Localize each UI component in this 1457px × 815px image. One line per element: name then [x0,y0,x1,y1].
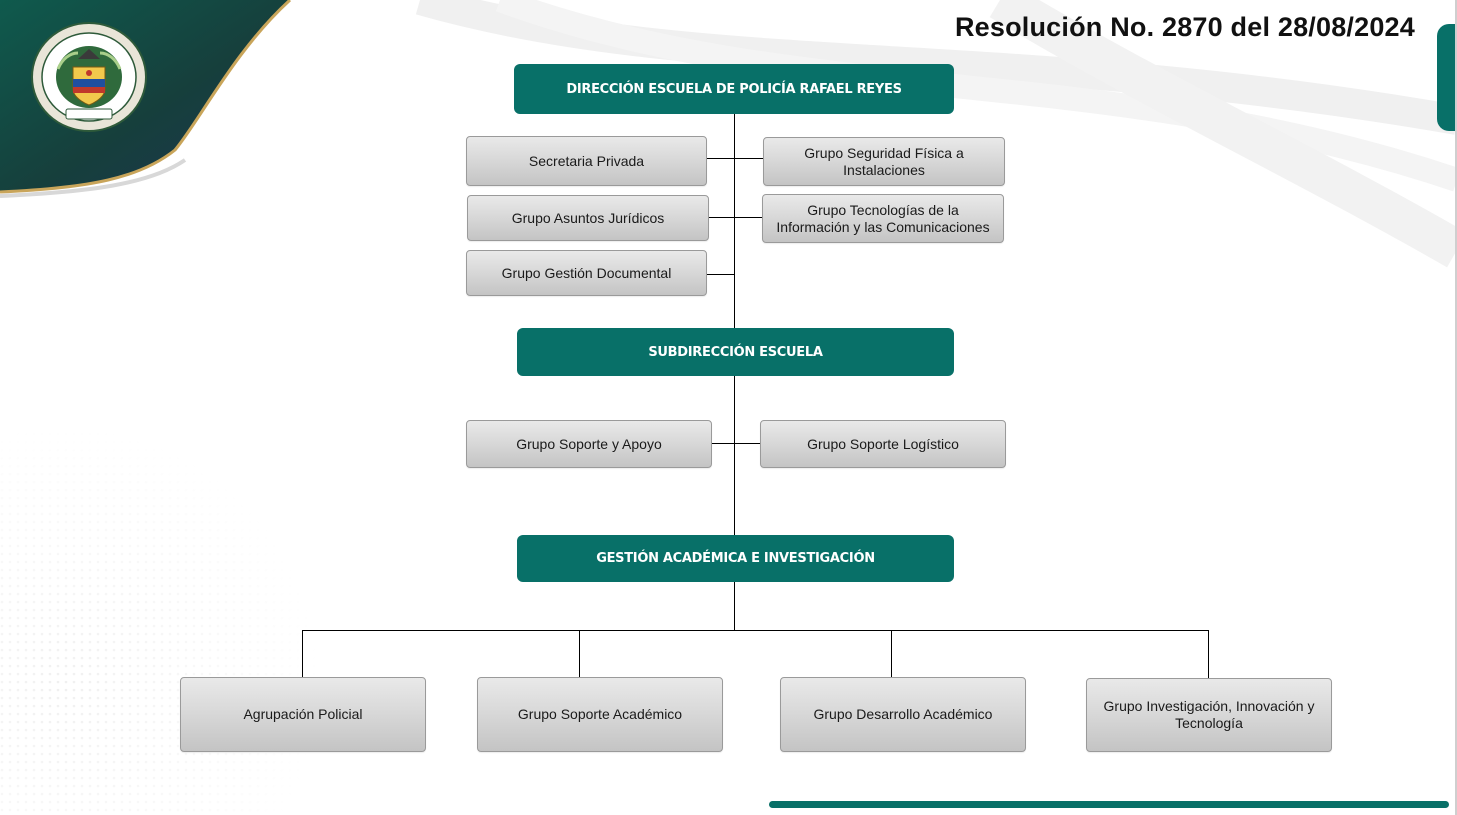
connector-row2 [708,217,764,218]
bottom-accent-bar [769,801,1449,808]
direccion-box: DIRECCIÓN ESCUELA DE POLICÍA RAFAEL REYE… [514,64,954,114]
unit-tecnologias-informacion: Grupo Tecnologías de la Información y la… [762,194,1004,243]
connector-row1 [706,158,764,159]
unit-asuntos-juridicos: Grupo Asuntos Jurídicos [467,195,709,241]
connector-trunk-bottom [734,581,735,631]
unit-desarrollo-academico: Grupo Desarrollo Académico [780,677,1026,752]
unit-seguridad-fisica: Grupo Seguridad Física a Instalaciones [763,137,1005,186]
unit-soporte-apoyo: Grupo Soporte y Apoyo [466,420,712,468]
slide-right-edge [1455,0,1457,815]
unit-soporte-academico: Grupo Soporte Académico [477,677,723,752]
police-emblem-icon [31,22,147,132]
connector-trunk-top [734,114,735,330]
subdireccion-box: SUBDIRECCIÓN ESCUELA [517,328,954,376]
gestion-academica-box: GESTIÓN ACADÉMICA E INVESTIGACIÓN [517,535,954,582]
right-decorative-tab [1437,24,1457,131]
unit-investigacion-innovacion: Grupo Investigación, Innovación y Tecnol… [1086,678,1332,752]
unit-secretaria-privada: Secretaria Privada [466,136,707,186]
connector-row3 [706,274,735,275]
connector-drop-1 [302,630,303,678]
unit-gestion-documental: Grupo Gestión Documental [466,250,707,296]
corner-gold-trim [0,0,292,194]
unit-agrupacion-policial: Agrupación Policial [180,677,426,752]
unit-soporte-logistico: Grupo Soporte Logístico [760,420,1006,468]
connector-drop-2 [579,630,580,678]
resolution-title: Resolución No. 2870 del 28/08/2024 [954,12,1415,42]
connector-trunk-mid [734,375,735,537]
connector-drop-4 [1208,630,1209,678]
connector-sub-row [711,443,761,444]
connector-bottom-bus [302,630,1209,631]
connector-drop-3 [891,630,892,678]
